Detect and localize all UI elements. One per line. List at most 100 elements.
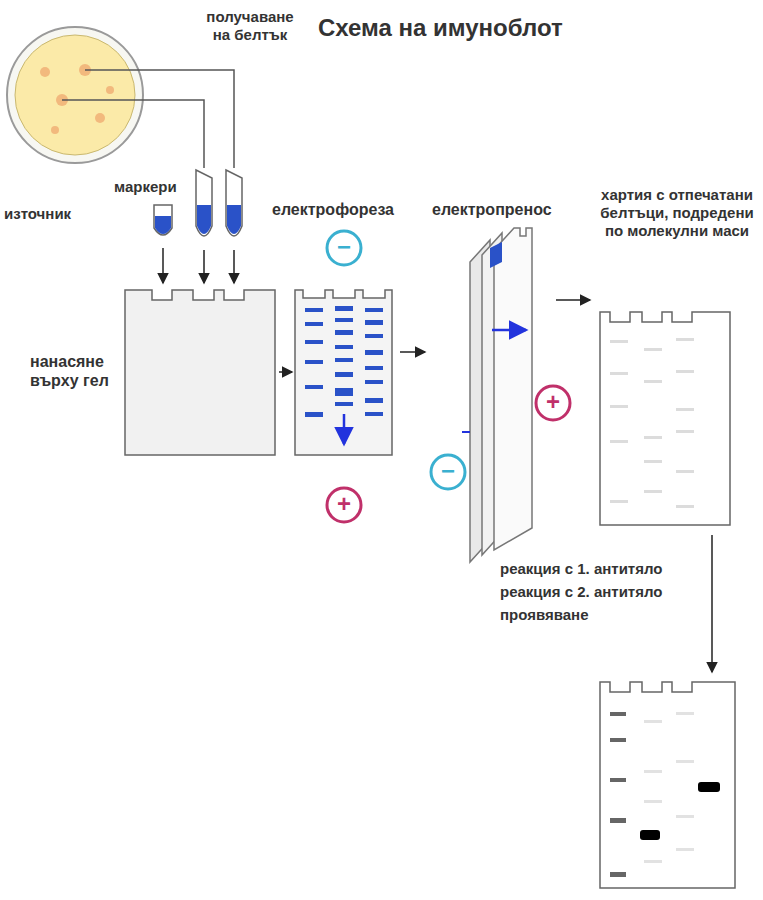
drawing-part [196,170,212,236]
drawing-part [676,760,694,763]
drawing-part [305,412,323,417]
drawing-part [610,712,626,716]
drawing-part [676,370,694,373]
step-label: проявяване [500,606,588,624]
drawing-part [610,738,626,742]
drawing-part [305,385,323,389]
drawing-part [610,778,626,782]
drawing-part [227,205,241,234]
transfer-stack [470,228,532,562]
drawing-part [490,242,502,268]
drawing-part [155,216,171,234]
drawing-part [610,818,626,823]
drawing-part [162,248,164,283]
drawing-part [51,126,59,134]
drawing-part [676,712,694,715]
pole-sign: − [441,459,455,483]
step-label: получаване на белтък [198,8,302,44]
migration-arrow [343,414,346,444]
drawing-part [106,86,114,94]
drawing-part [154,205,172,235]
drawing-part [95,113,105,123]
step-label: реакция с 1. антитяло [500,560,662,578]
drawing-part [644,800,662,803]
drawing-part [85,70,234,168]
drawing-part [365,308,383,312]
step-label: хартия с отпечатани белтъци, подредени п… [596,186,758,240]
drawing-part [644,348,662,351]
drawing-part [644,860,662,863]
drawing-part [305,308,323,312]
petri-dish [7,27,143,163]
drawing-part [365,380,383,384]
drawing-part [676,815,694,818]
drawing-part [40,67,50,77]
drawing-part [335,330,353,335]
minus-mark [462,431,470,433]
drawing-part [365,366,383,370]
drawing-part [644,490,662,493]
loading-arrows [163,248,234,283]
step-label: реакция с 2. антитяло [500,583,662,601]
drawing-part [644,380,662,383]
drawing-part [365,398,383,403]
drawing-part [676,505,694,508]
step-arrow [556,299,590,301]
blot-bands [610,712,720,877]
diagram-title: Схема на имуноблот [318,14,563,43]
drawing-part [644,436,662,439]
developed-blot [600,682,735,888]
drawing-part [610,372,628,375]
drawing-part [305,340,323,344]
drawing-part [365,320,383,325]
drawing-part [7,27,143,163]
drawing-part [335,372,353,377]
drawing-part [365,334,383,338]
drawing-part [365,350,383,355]
drawing-part [698,782,720,792]
drawing-part [640,830,660,840]
electrophoresis-gel [295,290,392,455]
step-label: нанасяне върху гел [30,352,122,390]
drawing-part [233,250,235,283]
drawing-part [610,500,628,503]
pole-sign: − [337,235,351,259]
minus-pole [431,455,465,489]
drawing-part [305,322,323,326]
pole-sign: + [337,492,351,516]
empty-gel [125,290,275,455]
drawing-part [676,408,694,411]
drawing-part [610,405,628,408]
step-arrow [711,535,713,672]
plus-pole [536,386,570,420]
drawing-part [610,440,628,443]
step-arrow [279,371,292,373]
step-label: електропренос [432,200,552,219]
markers-label: маркери [114,178,177,196]
drawing-part [62,100,204,168]
membrane [600,312,730,525]
pole-sign: + [546,390,560,414]
drawing-part [644,460,662,463]
drawing-part [644,720,662,723]
drawing-part [335,345,353,349]
drawing-part [335,318,353,322]
drawing-part [305,360,323,364]
drawing-part [676,338,694,341]
drawing-part [197,205,211,234]
drawing-part [610,872,626,877]
drawing-part [335,358,353,362]
drawing-part [610,340,628,343]
drawing-part [335,306,353,311]
drawing-part [226,170,242,236]
transfer-arrow [492,329,526,332]
step-label: електрофореза [272,200,394,219]
drawing-part [676,848,694,851]
minus-pole [327,231,361,265]
drawing-part [676,430,694,433]
plus-pole [327,488,361,522]
drawing-part [335,388,353,396]
drawing-part [365,412,383,416]
